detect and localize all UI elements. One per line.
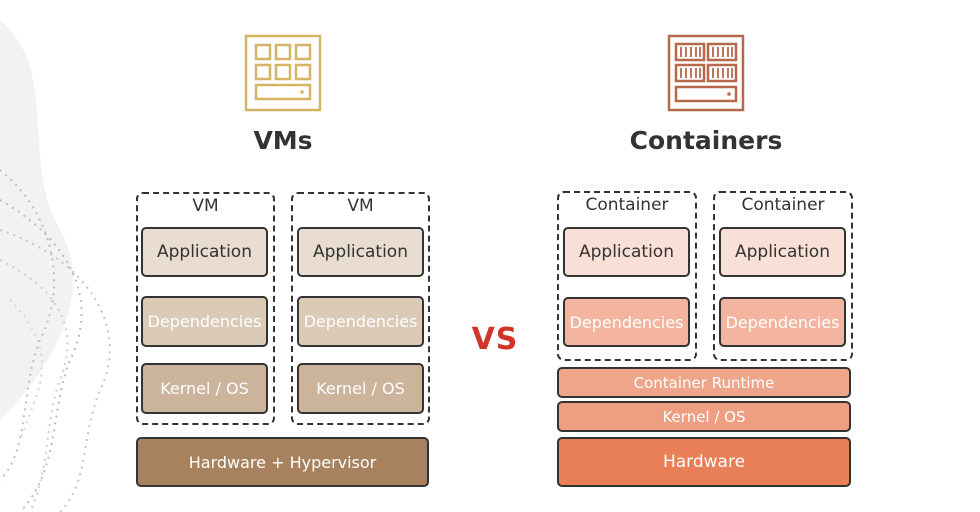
layer-label: Kernel / OS: [160, 379, 249, 398]
vm-kernel-layer: Kernel / OS: [297, 363, 424, 414]
vs-label: VS: [471, 322, 519, 357]
layer-label: Application: [579, 242, 674, 262]
layer-label: Kernel / OS: [316, 379, 405, 398]
layer-label: Hardware + Hypervisor: [188, 452, 377, 472]
layer-label: Dependencies: [303, 312, 418, 331]
decorative-background-pattern: [0, 20, 111, 512]
layer-label: Hardware: [662, 452, 746, 472]
vm-dependencies-layer: Dependencies: [141, 296, 268, 347]
vm-application-layer: Application: [297, 227, 424, 277]
vm-kernel-layer: Kernel / OS: [141, 363, 268, 414]
kernel-os-layer: Kernel / OS: [557, 401, 851, 432]
vm-application-layer: Application: [141, 227, 268, 277]
layer-label: Kernel / OS: [662, 407, 746, 426]
container-group: Container: [713, 191, 853, 361]
container-application-layer: Application: [719, 227, 846, 277]
layer-label: Dependencies: [725, 312, 840, 332]
container-runtime-layer: Container Runtime: [557, 367, 851, 398]
hardware-layer: Hardware: [557, 437, 851, 487]
container-label: Container: [585, 195, 669, 215]
layer-label: Application: [313, 242, 408, 262]
hardware-hypervisor-layer: Hardware + Hypervisor: [136, 437, 429, 487]
vm-group: VM: [136, 192, 275, 425]
vm-dependencies-layer: Dependencies: [297, 296, 424, 347]
container-dependencies-layer: Dependencies: [719, 297, 846, 347]
container-application-layer: Application: [563, 227, 690, 277]
server-icon: [244, 34, 322, 112]
layer-label: Dependencies: [569, 312, 684, 332]
containers-title: Containers: [629, 126, 783, 155]
layer-label: Container Runtime: [633, 373, 775, 392]
layer-label: Dependencies: [147, 312, 262, 331]
layer-label: Application: [735, 242, 830, 262]
layer-label: Application: [157, 242, 252, 262]
vm-label: VM: [192, 196, 219, 216]
container-group: Container: [557, 191, 697, 361]
container-server-icon: [667, 34, 745, 112]
vm-label: VM: [347, 196, 374, 216]
vms-title: VMs: [253, 126, 313, 155]
container-dependencies-layer: Dependencies: [563, 297, 690, 347]
vm-group: VM: [291, 192, 430, 425]
container-label: Container: [741, 195, 825, 215]
